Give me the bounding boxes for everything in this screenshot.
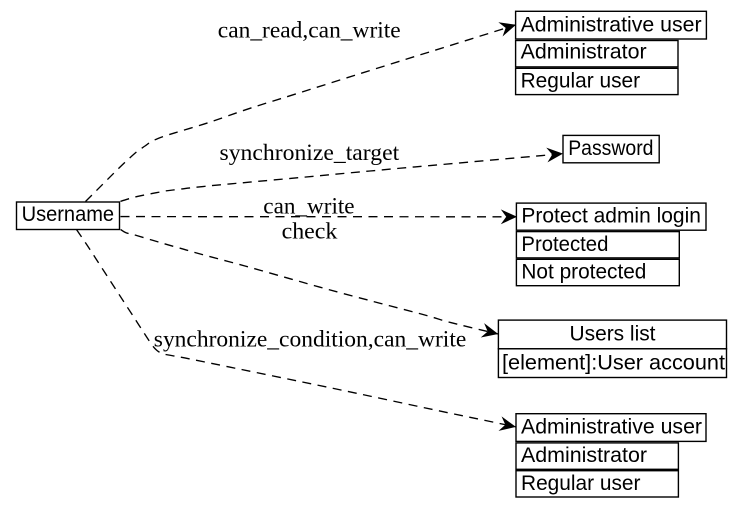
- svg-text:check: check: [282, 219, 338, 245]
- svg-text:Administrator: Administrator: [521, 40, 647, 63]
- svg-text:Username: Username: [22, 203, 115, 226]
- svg-text:Protected: Protected: [521, 233, 608, 256]
- svg-text:Administrative user: Administrative user: [521, 13, 702, 36]
- svg-text:Regular user: Regular user: [521, 472, 641, 495]
- svg-text:[element]:User account: [element]:User account: [502, 351, 725, 374]
- svg-text:Not protected: Not protected: [521, 261, 646, 284]
- svg-text:can_read,can_write: can_read,can_write: [218, 17, 401, 43]
- svg-text:synchronize_target: synchronize_target: [220, 140, 400, 166]
- svg-text:Protect admin login: Protect admin login: [521, 205, 701, 228]
- svg-text:can_write: can_write: [263, 193, 354, 219]
- svg-text:Users list: Users list: [570, 322, 656, 345]
- svg-text:Administrator: Administrator: [521, 444, 647, 467]
- svg-text:Administrative user: Administrative user: [521, 415, 702, 438]
- svg-text:Password: Password: [568, 137, 653, 160]
- svg-text:Regular user: Regular user: [521, 69, 641, 92]
- svg-text:synchronize_condition,can_writ: synchronize_condition,can_write: [154, 327, 467, 353]
